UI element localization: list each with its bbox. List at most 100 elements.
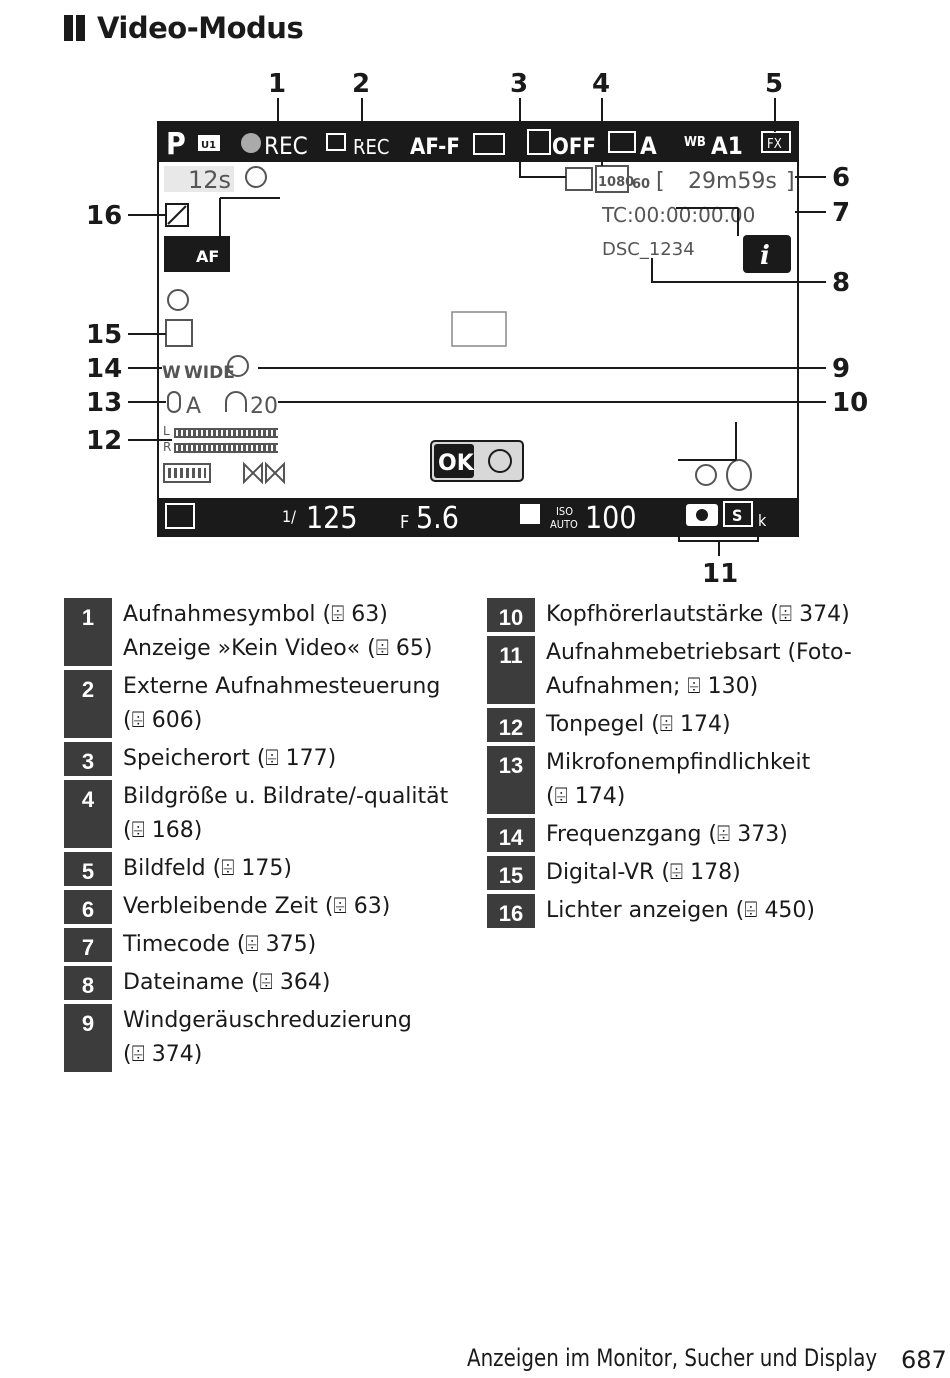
legend-line: Digital-VR (⌹ 178): [546, 860, 741, 885]
aperture-value: 5.6: [416, 501, 459, 536]
callout-9: 9: [832, 354, 850, 384]
legend-line: (⌹ 374): [123, 1042, 203, 1067]
ext-rec-label: REC: [353, 135, 389, 159]
callout-11: 11: [702, 559, 738, 589]
legend-line: (⌹ 606): [123, 708, 203, 733]
mic-sens: A: [186, 394, 201, 419]
shooting-mode: P: [166, 127, 186, 162]
vibration-icon: [473, 133, 505, 155]
legend-number: 2: [64, 670, 112, 738]
bracket-close: ]: [786, 169, 795, 194]
af-area-icon: [164, 236, 230, 272]
bracket-open: [: [656, 169, 665, 194]
legend-text: Bildfeld (⌹ 175): [112, 852, 464, 886]
callout-14: 14: [86, 354, 122, 384]
no-video-icon: [243, 461, 263, 485]
legend-text: Lichter anzeigen (⌹ 450): [535, 894, 887, 928]
legend-line: Mikrofonempfindlichkeit: [546, 750, 811, 775]
legend-line: Bildgröße u. Bildrate/-qualität: [123, 784, 449, 809]
callout-15: 15: [86, 320, 122, 350]
shutter-prefix: 1/: [282, 507, 296, 526]
section-heading: Video-Modus: [64, 8, 304, 48]
legend-text: Dateiname (⌹ 364): [112, 966, 464, 1000]
image-area-value: FX: [767, 137, 782, 152]
top-status-bar: [158, 122, 798, 162]
monitor-diagram: P U1 REC REC AF-F OFF A WB A1 FX 12s 108…: [0, 60, 950, 590]
d-lighting-icon: [527, 129, 551, 155]
legend-line: Verbleibende Zeit (⌹ 63): [123, 894, 391, 919]
release-mode-icon: [723, 501, 753, 527]
legend-text: Tonpegel (⌹ 174): [535, 708, 887, 742]
callout-4: 4: [592, 69, 610, 99]
legend-number: 7: [64, 928, 112, 962]
aperture-prefix: F: [400, 512, 409, 533]
legend-text: Timecode (⌹ 375): [112, 928, 464, 962]
vr-icon: [167, 289, 189, 311]
legend-line: Dateiname (⌹ 364): [123, 970, 331, 995]
legend-text: Kopfhörerlautstärke (⌹ 374): [535, 598, 887, 632]
timecode: TC:00:00:00.00: [601, 203, 755, 227]
legend-row: 11 Aufnahmebetriebsart (Foto- Aufnahmen; ⌹…: [487, 636, 887, 704]
af-mode: AF-F: [410, 135, 460, 160]
freq-response: WIDE: [184, 363, 235, 383]
legend-number: 5: [64, 852, 112, 886]
callout-2: 2: [352, 69, 370, 99]
legend-line: Windgeräuschreduzierung: [123, 1008, 412, 1033]
headphone-icon: [225, 391, 247, 412]
legend-line: Tonpegel (⌹ 174): [546, 712, 731, 737]
k-label: k: [758, 511, 767, 530]
callout-10: 10: [832, 388, 868, 418]
bracket-time: 12s: [188, 166, 231, 194]
legend-line: Timecode (⌹ 375): [123, 932, 317, 957]
freq-response-icon: W: [162, 363, 181, 383]
legend-number: 9: [64, 1004, 112, 1072]
callout-lines: [128, 98, 826, 556]
callout-1: 1: [268, 69, 286, 99]
legend-row: 9 Windgeräuschreduzierung (⌹ 374): [64, 1004, 464, 1072]
rec-label: REC: [264, 132, 308, 160]
legend-number: 11: [487, 636, 535, 704]
legend-line: Anzeige »Kein Video« (⌹ 65): [123, 636, 433, 661]
target-icon: [488, 449, 512, 473]
legend-number: 8: [64, 966, 112, 1000]
footer-title: Anzeigen im Monitor, Sucher und Display: [467, 1344, 878, 1372]
legend-line: Aufnahmebetriebsart (Foto-: [546, 640, 852, 665]
legend-line: Frequenzgang (⌹ 373): [546, 822, 788, 847]
legend-line: Aufnahmesymbol (⌹ 63): [123, 602, 388, 627]
legend-text: Windgeräuschreduzierung (⌹ 374): [112, 1004, 464, 1072]
legend-line: Aufnahmen; ⌹ 130): [546, 674, 759, 699]
monitor-diagram-svg: P U1 REC REC AF-F OFF A WB A1 FX 12s 108…: [86, 69, 868, 589]
iso-top: ISO: [556, 505, 573, 518]
legend-line: Lichter anzeigen (⌹ 450): [546, 898, 816, 923]
bluetooth-icon: [726, 459, 752, 491]
bracket-background: [164, 166, 234, 192]
legend-row: 12 Tonpegel (⌹ 174): [487, 708, 887, 742]
iso-bottom: AUTO: [550, 518, 578, 531]
legend-line: (⌹ 168): [123, 818, 203, 843]
legend-number: 10: [487, 598, 535, 632]
heading-title: Video-Modus: [97, 11, 304, 45]
info-button[interactable]: [743, 235, 791, 273]
wifi-icon: [695, 464, 717, 486]
ext-rec-icon: [326, 133, 346, 151]
legend-row: 8 Dateiname (⌹ 364): [64, 966, 464, 1000]
remaining-time: 29m59s: [688, 169, 777, 194]
legend-row: 7 Timecode (⌹ 375): [64, 928, 464, 962]
legend-number: 13: [487, 746, 535, 814]
legend-number: 12: [487, 708, 535, 742]
frame-size: 1080: [598, 175, 634, 190]
legend-text: Externe Aufnahmesteuerung(⌹ 606): [112, 670, 464, 738]
picture-control-value: A: [640, 132, 657, 160]
callout-5: 5: [765, 69, 783, 99]
info-icon: i: [760, 241, 770, 271]
legend-text: Digital-VR (⌹ 178): [535, 856, 887, 890]
callout-6: 6: [832, 163, 850, 193]
user-setting-icon: [198, 135, 220, 151]
legend-number: 15: [487, 856, 535, 890]
